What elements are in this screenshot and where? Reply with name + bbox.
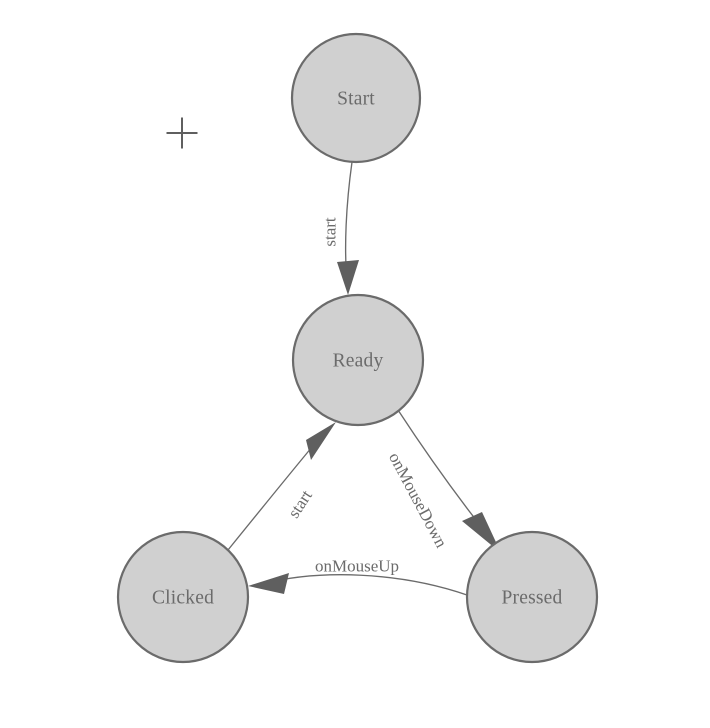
node-ready[interactable]: Ready (291, 293, 425, 427)
node-start[interactable]: Start (290, 32, 422, 164)
edge-path-pressed-to-clicked[interactable] (261, 574, 468, 596)
node-label-clicked: Clicked (152, 588, 214, 609)
nodes-layer: Start Ready Clicked Pressed (116, 32, 599, 664)
edge-label-clicked-to-ready: start (284, 486, 316, 521)
plus-icon[interactable] (166, 117, 198, 149)
node-label-pressed: Pressed (502, 588, 563, 609)
edge-pressed-to-clicked[interactable]: onMouseUp (248, 557, 468, 596)
arrowhead-clicked-to-ready (306, 422, 336, 460)
edge-ready-to-pressed[interactable]: onMouseDown (385, 409, 501, 553)
arrowhead-pressed-to-clicked (248, 573, 289, 594)
edge-start-to-ready[interactable]: start (321, 161, 360, 295)
node-circle-start[interactable] (290, 32, 422, 164)
edge-clicked-to-ready[interactable]: start (227, 422, 336, 551)
node-circle-ready[interactable] (291, 293, 425, 427)
edge-label-start-to-ready: start (321, 217, 340, 247)
edge-label-pressed-to-clicked: onMouseUp (315, 557, 399, 576)
node-circle-pressed[interactable] (465, 530, 599, 664)
arrowhead-ready-to-pressed (462, 512, 501, 553)
arrowhead-start-to-ready (337, 260, 359, 295)
node-clicked[interactable]: Clicked (116, 530, 250, 664)
markers-layer (166, 117, 198, 149)
node-pressed[interactable]: Pressed (465, 530, 599, 664)
node-label-start: Start (337, 89, 375, 110)
edge-label-ready-to-pressed: onMouseDown (385, 449, 451, 551)
node-circle-clicked[interactable] (116, 530, 250, 664)
node-label-ready: Ready (333, 351, 384, 372)
